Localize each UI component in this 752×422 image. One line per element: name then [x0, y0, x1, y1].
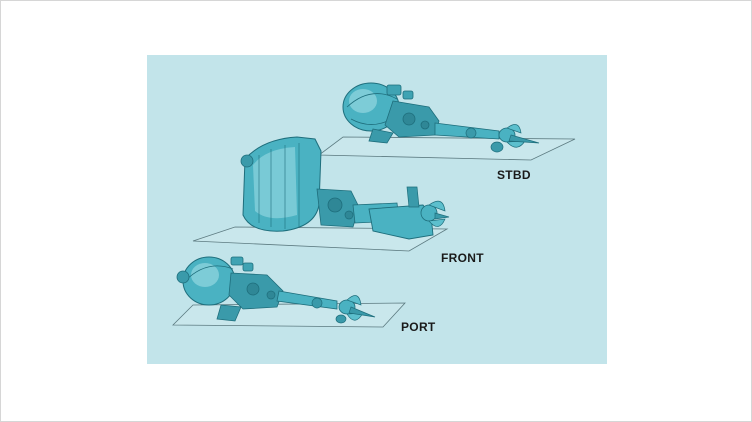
- front-view: [192, 136, 450, 252]
- render-scene: [172, 82, 576, 328]
- stbd-ground-plane: [317, 136, 576, 161]
- stbd-outboard-motor-icon: [342, 82, 540, 153]
- view-label-port: PORT: [401, 320, 436, 334]
- port-outboard-motor-icon: [176, 256, 376, 324]
- front-outboard-motor-icon: [240, 136, 450, 240]
- view-label-front: FRONT: [441, 251, 484, 265]
- view-label-stbd: STBD: [497, 168, 531, 182]
- stbd-view: [317, 82, 576, 161]
- port-view: [172, 256, 406, 328]
- render-viewport: STBD FRONT PORT: [147, 55, 607, 364]
